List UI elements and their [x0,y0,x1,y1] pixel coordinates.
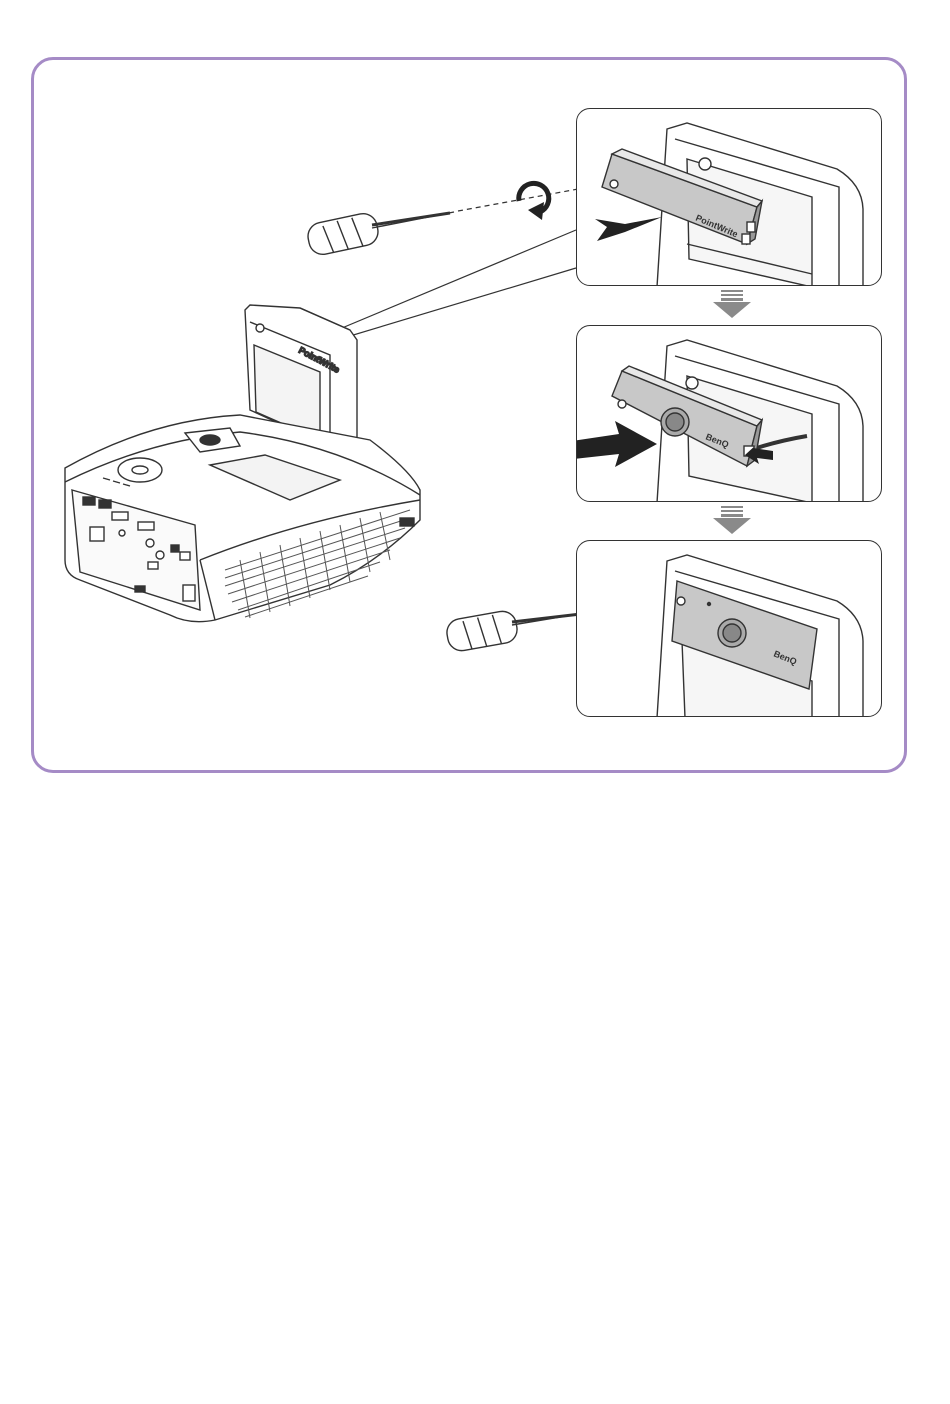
rotate-clockwise-icon [519,183,549,220]
projector-body [65,415,420,622]
arrow-push-icon [577,421,657,467]
screwdriver-icon [305,185,600,257]
step-3-fasten-screw-panel: BenQ [576,540,882,717]
step-1-remove-cover-panel: PointWrite [576,108,882,286]
arrow-push-icon [595,217,662,241]
step-2-insert-module-panel: BenQ [576,325,882,502]
arrow-down-icon [713,506,751,534]
leader-line-bottom [330,268,576,342]
arrow-down-icon [713,290,751,318]
